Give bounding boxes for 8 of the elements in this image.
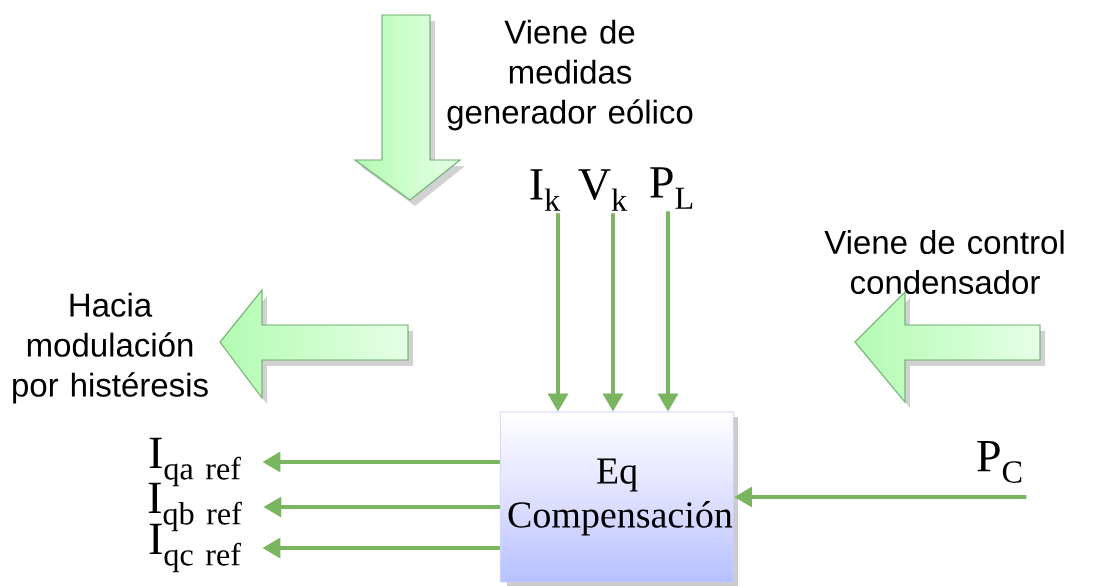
annotation-text: Viene de control condensador [824, 229, 1064, 295]
signal-label: $\mathrm{I}_{\mathrm{k}}$ [530, 169, 561, 211]
process-box: Eq Compensación [499, 411, 738, 586]
signal-label: $\mathrm{P}_{\mathrm{L}}$ [650, 167, 693, 209]
annotation-text: Hacia modulación por histéresis [13, 292, 208, 404]
signal-label: $\mathrm{V}_{\mathrm{k}}$ [578, 169, 628, 211]
signal-label: $\mathrm{P}_{\mathrm{C}}$ [977, 441, 1022, 483]
annotation-text: Viene de medidas generador eólico [447, 19, 693, 131]
